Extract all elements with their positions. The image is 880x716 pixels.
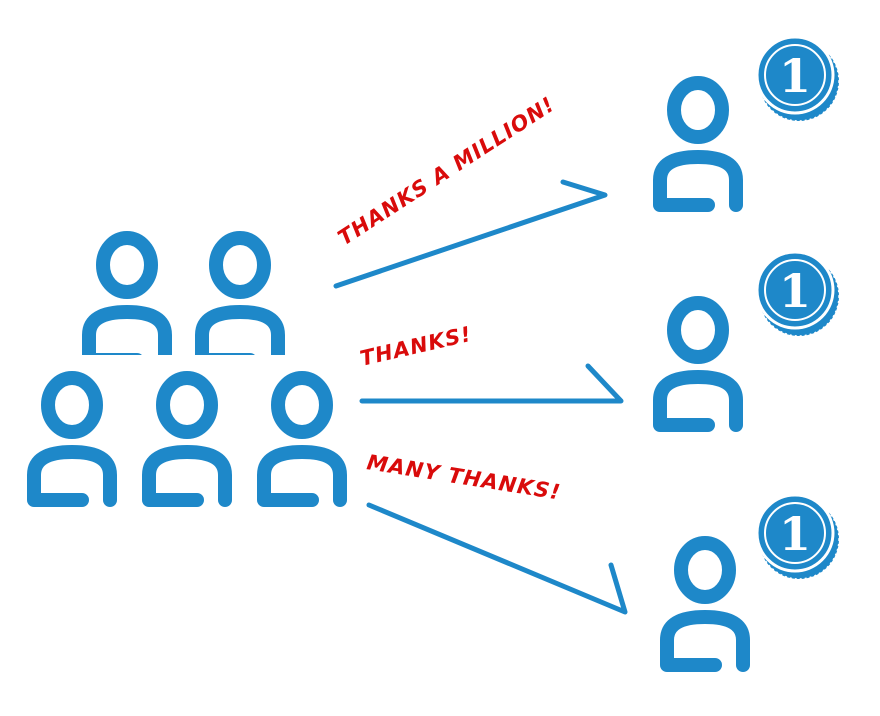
recipient-bottom: 1 — [667, 493, 841, 665]
arrow-icon — [366, 502, 628, 615]
recipient-middle: 1 — [660, 250, 841, 425]
person-icon — [660, 303, 736, 425]
label-many-thanks: MANY THANKS! — [365, 450, 562, 504]
recipient-top: 1 — [660, 35, 841, 205]
arrow-icon — [359, 363, 624, 404]
label-thanks-a-million: THANKS A MILLION! — [334, 92, 560, 250]
person-icon — [89, 238, 165, 360]
person-icon — [660, 83, 736, 205]
coin-value: 1 — [779, 49, 811, 103]
person-icon — [202, 238, 278, 360]
group-of-people — [20, 238, 340, 525]
arrow-bottom — [366, 502, 628, 615]
arrow-top — [333, 179, 608, 289]
arrow-middle — [359, 363, 624, 404]
person-icon — [667, 543, 743, 665]
coin-value: 1 — [779, 507, 811, 561]
label-thanks: THANKS! — [358, 322, 474, 371]
arrow-icon — [333, 179, 608, 289]
coin-value: 1 — [779, 264, 811, 318]
